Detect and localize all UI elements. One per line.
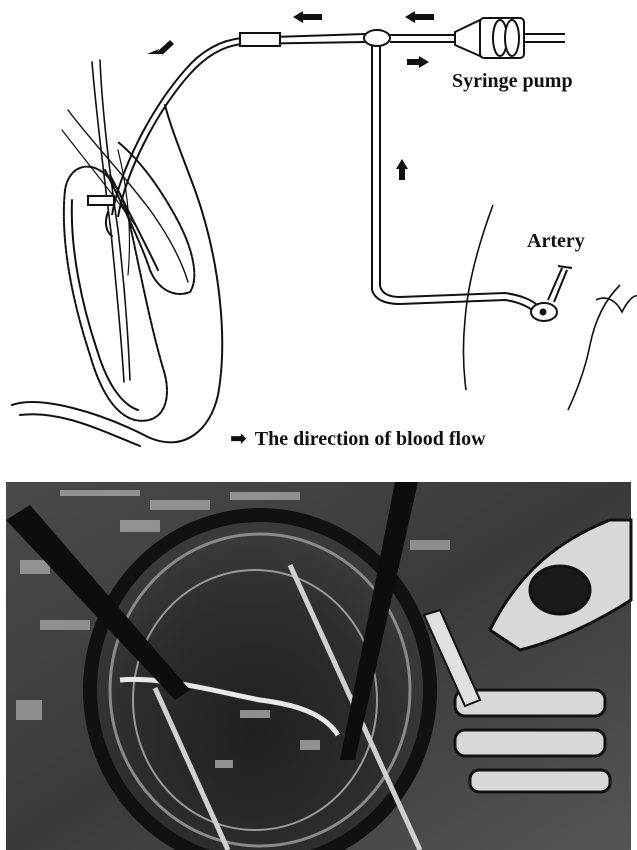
surgical-photo bbox=[6, 482, 631, 850]
organ-outline bbox=[12, 60, 222, 446]
syringe-icon bbox=[455, 18, 565, 58]
syringe-pump-label: Syringe pump bbox=[452, 70, 573, 93]
legend-arrow-icon: ➡ bbox=[230, 426, 247, 450]
needle-icon bbox=[531, 266, 572, 321]
artery-label: Artery bbox=[527, 230, 585, 253]
legend-text: The direction of blood flow bbox=[255, 428, 486, 450]
flow-legend: ➡ The direction of blood flow bbox=[230, 426, 486, 451]
junction-connector bbox=[364, 30, 390, 46]
